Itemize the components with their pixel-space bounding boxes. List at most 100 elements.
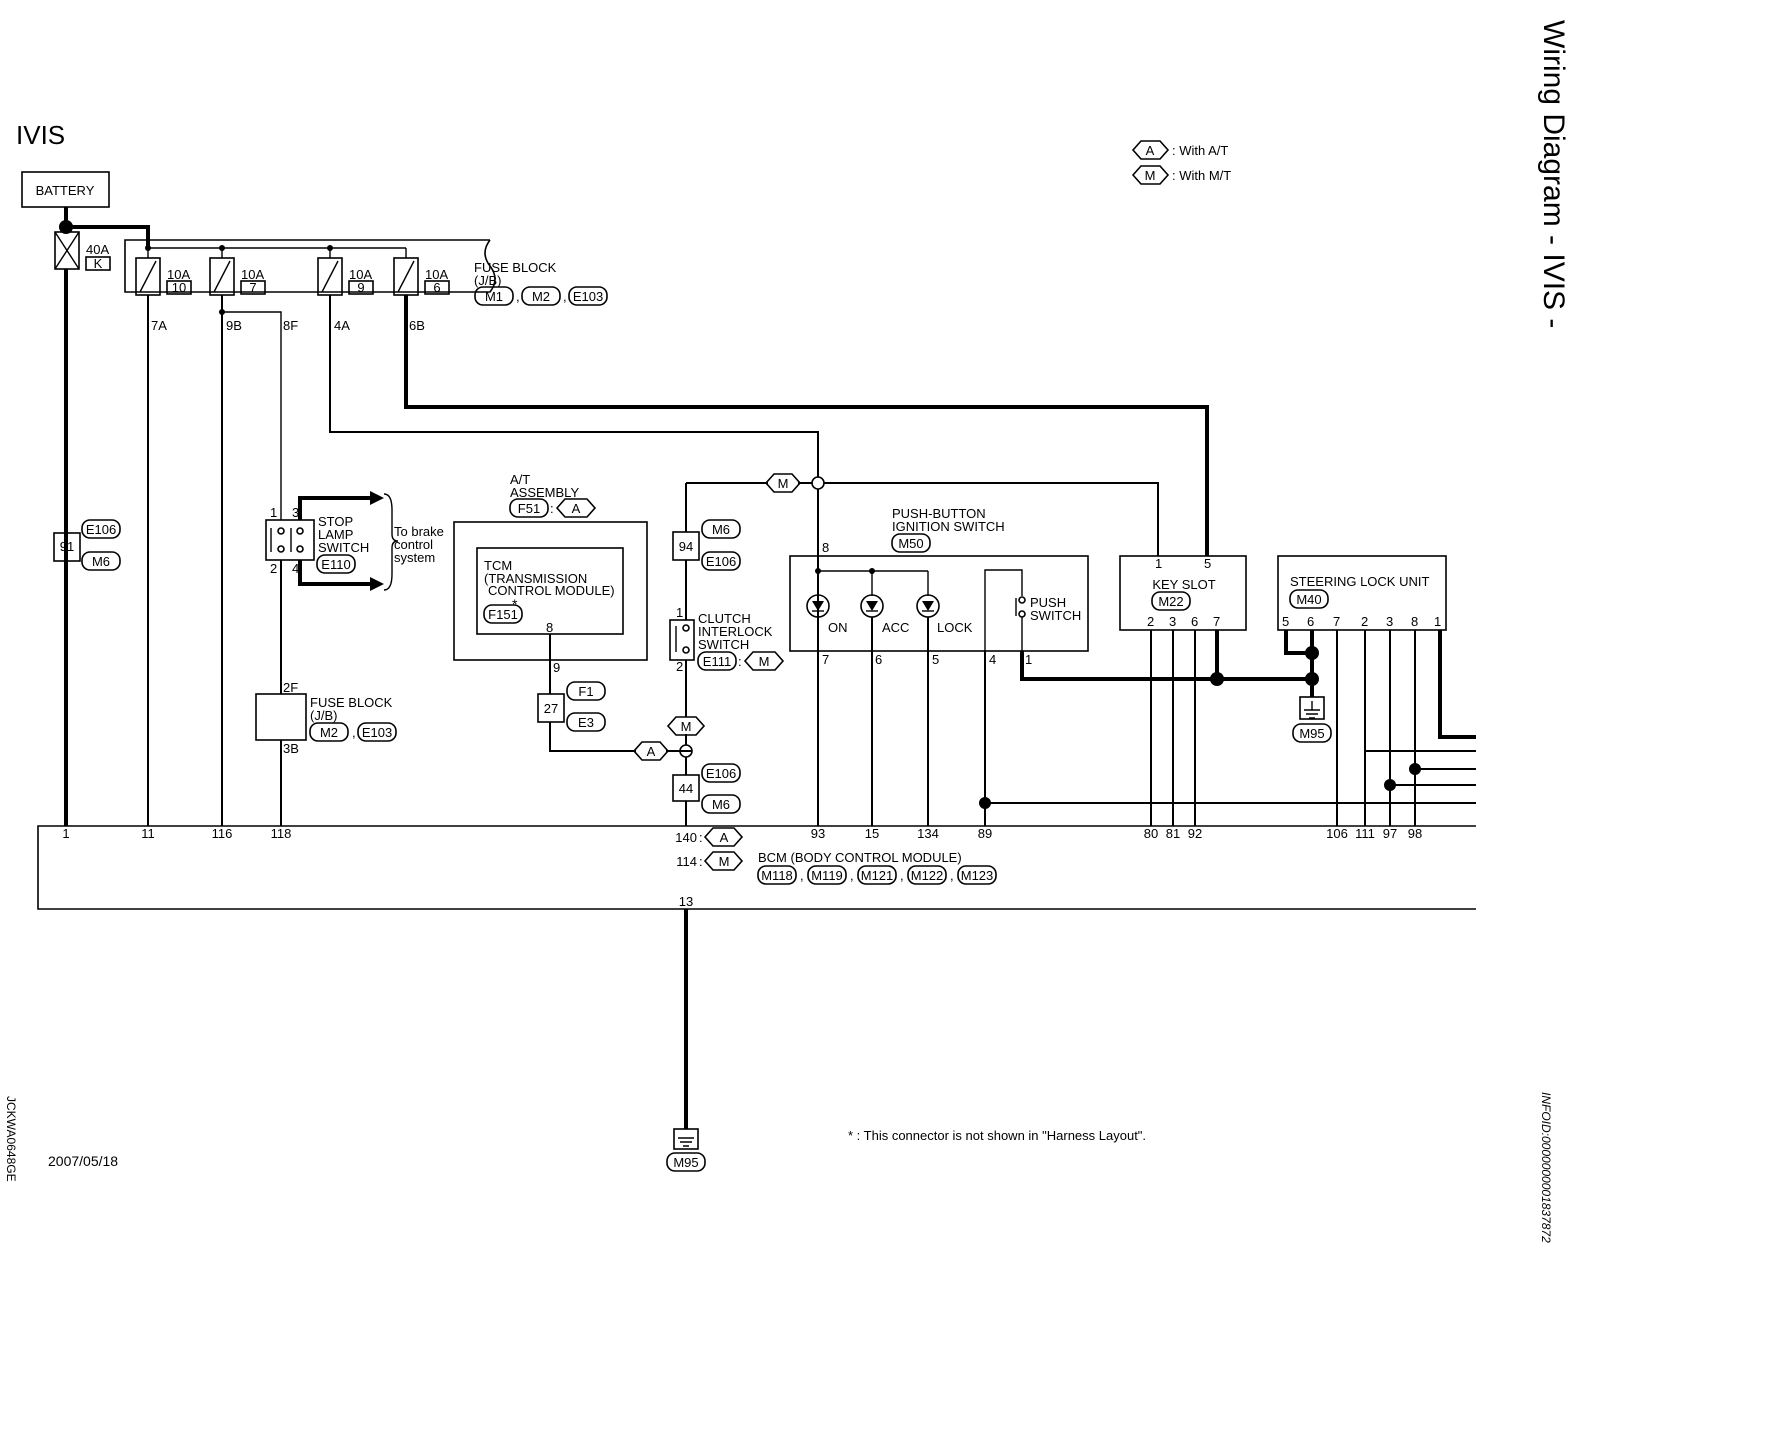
svg-text::: : xyxy=(699,854,703,869)
steering-lock-pin-2: 2 xyxy=(1361,614,1368,629)
bcm-pin-1: 1 xyxy=(62,826,69,841)
at-assembly-conn-label: F51 xyxy=(518,501,540,516)
bcm-pin-97: 97 xyxy=(1383,826,1397,841)
joint-91-box xyxy=(53,532,81,562)
fuse-6-id: 6 xyxy=(433,280,440,295)
joint-44-box xyxy=(672,774,700,802)
key-slot-pin-5: 5 xyxy=(1204,556,1211,571)
wire-tag-a-text: A xyxy=(647,744,656,759)
joint-91-conn2 xyxy=(81,551,121,571)
wire-tag-m-top-text: M xyxy=(778,476,789,491)
svg-text::: : xyxy=(699,830,703,845)
ground-lower-box xyxy=(673,1128,699,1150)
key-slot-box xyxy=(1119,555,1247,631)
steering-lock-pin-1: 1 xyxy=(1434,614,1441,629)
stop-lamp-switch: 1 3 2 4 STOP LAMP SWITCH E110 To brake c… xyxy=(265,491,444,591)
led-pin-5: 5 xyxy=(932,652,939,667)
legend-m-text: : With M/T xyxy=(1172,168,1231,183)
joint-94-number: 94 xyxy=(679,539,693,554)
fuse-block-2-conn1 xyxy=(309,722,349,742)
push-button-line1: PUSH-BUTTON xyxy=(892,506,986,521)
joint-91-number: 91 xyxy=(60,539,74,554)
steering-lock-pin-7: 7 xyxy=(1333,614,1340,629)
bcm-pin-93: 93 xyxy=(811,826,825,841)
clutch-conn xyxy=(697,651,737,671)
clutch-conn-label: E111 xyxy=(703,654,731,669)
bcm-conn-m123-label: M123 xyxy=(961,868,994,883)
svg-text:,: , xyxy=(800,868,804,883)
bcm-pin-140: 140 xyxy=(675,830,697,845)
bcm-pin-134: 134 xyxy=(917,826,939,841)
fuse-10-id: 10 xyxy=(172,280,186,295)
bcm-pin-140-tag xyxy=(703,827,744,847)
svg-text:,: , xyxy=(850,868,854,883)
joint-27-number: 27 xyxy=(544,701,558,716)
bcm-conn-m119 xyxy=(807,865,847,885)
bcm-pin-81: 81 xyxy=(1166,826,1180,841)
stop-lamp-pin-3: 3 xyxy=(292,505,299,520)
joint-44-conn2 xyxy=(701,794,741,814)
tcm-conn-label: F151 xyxy=(488,607,518,622)
svg-text::: : xyxy=(550,501,554,516)
key-slot-pin-1: 1 xyxy=(1155,556,1162,571)
pin-7a: 7A xyxy=(151,318,167,333)
joint-27-conn2-label: E3 xyxy=(578,715,594,730)
push-button-conn-label: M50 xyxy=(898,536,923,551)
steering-lock-conn xyxy=(1289,589,1329,609)
bcm-pin-140-tag-text: A xyxy=(720,830,729,845)
bcm-conn-m121 xyxy=(857,865,897,885)
at-assembly-line2: ASSEMBLY xyxy=(510,485,579,500)
push-switch-line1: PUSH xyxy=(1030,595,1066,610)
key-slot-conn-label: M22 xyxy=(1158,594,1183,609)
steering-lock-pin-6: 6 xyxy=(1307,614,1314,629)
bcm-pin-98: 98 xyxy=(1408,826,1422,841)
svg-text:,: , xyxy=(516,289,520,304)
joint-27-conn1 xyxy=(566,681,606,701)
fuse-block-2-conn1-label: M2 xyxy=(320,725,338,740)
ground-upper-conn-label: M95 xyxy=(1299,726,1324,741)
tcm-pin-8: 8 xyxy=(546,620,553,635)
pin-9b: 9B xyxy=(226,318,242,333)
clutch-line1: CLUTCH xyxy=(698,611,751,626)
pin-4a: 4A xyxy=(334,318,350,333)
ground-upper-box xyxy=(1299,696,1325,720)
page-title: IVIS xyxy=(16,120,65,150)
clutch-column: M 94 M6 E106 1 2 CLUTCH INTERLOCK SWITCH… xyxy=(666,473,1159,826)
fuse-block-2-pin-bottom: 3B xyxy=(283,741,299,756)
fuse-6-id-box xyxy=(424,280,450,295)
stop-lamp-pin-4: 4 xyxy=(292,561,299,576)
bcm-pin-89: 89 xyxy=(978,826,992,841)
wire-tag-m-top xyxy=(764,473,802,493)
bcm-conn-m122-label: M122 xyxy=(911,868,944,883)
at-assembly-tag xyxy=(555,498,597,518)
stop-lamp-line1: STOP xyxy=(318,514,353,529)
info-id: INFOID:0000000001837872 xyxy=(1539,1092,1553,1243)
fuse-9-id: 9 xyxy=(357,280,364,295)
svg-text:,: , xyxy=(352,725,356,740)
date-stamp: 2007/05/18 xyxy=(48,1153,118,1169)
bcm-pin-13: 13 xyxy=(679,894,693,909)
pin-6b: 6B xyxy=(409,318,425,333)
steering-lock-pin-3: 3 xyxy=(1386,614,1393,629)
fuse-block-2-name: FUSE BLOCK xyxy=(310,695,393,710)
legend-m-tag xyxy=(1131,165,1170,185)
stop-lamp-dest1: To brake xyxy=(394,524,444,539)
wire-tag-m-mid-text: M xyxy=(681,719,692,734)
led-pin-6: 6 xyxy=(875,652,882,667)
footnote: * : This connector is not shown in "Harn… xyxy=(848,1128,1146,1143)
at-assembly-conn xyxy=(509,498,549,518)
stop-lamp-body xyxy=(265,519,315,561)
conn-m2 xyxy=(521,286,561,306)
fuse-block-outline xyxy=(124,239,496,293)
bcm: 1 11 116 118 93 15 134 89 80 81 92 106 1… xyxy=(37,825,1476,910)
clutch-line3: SWITCH xyxy=(698,637,749,652)
key-slot-pin-7: 7 xyxy=(1213,614,1220,629)
ground-lower-conn xyxy=(666,1152,706,1172)
push-pin-4: 4 xyxy=(989,652,996,667)
fuse-block-name: FUSE BLOCK xyxy=(474,260,557,275)
bcm-conn-m119-label: M119 xyxy=(811,868,843,883)
bcm-conn-m123 xyxy=(957,865,997,885)
key-slot: 1 5 KEY SLOT M22 2 3 6 7 xyxy=(1119,555,1247,826)
clutch-pin-2: 2 xyxy=(676,659,683,674)
